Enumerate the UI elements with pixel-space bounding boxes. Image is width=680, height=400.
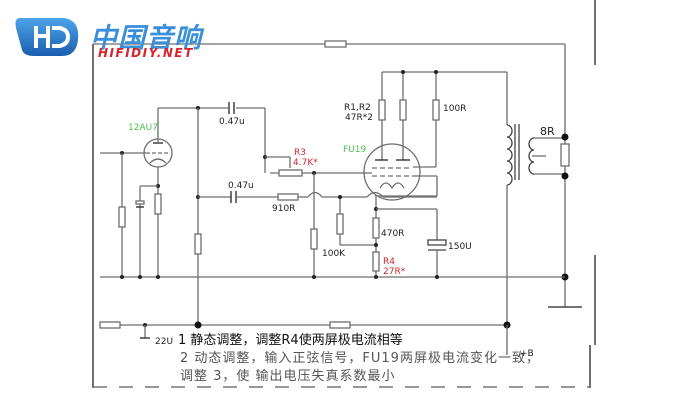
r-cathode-12au7: [154, 193, 162, 215]
label-r3-ref: R3: [294, 148, 306, 158]
junction-dot: [338, 195, 342, 199]
hd-logo-icon: [15, 18, 79, 56]
label-c-150u: 150U: [448, 242, 472, 252]
feedback-resistor: [324, 40, 347, 48]
r1-resistor: [378, 99, 386, 121]
label-load-8r: 8R: [540, 125, 555, 138]
site-logo: 中国音响 HIFIDIY.NET: [12, 10, 232, 60]
r-100k-resistor: [336, 213, 344, 235]
junction-dot: [374, 275, 378, 279]
junction-dot: [435, 275, 439, 279]
c-cathode-12au7: [135, 200, 145, 205]
label-r-100k: 100K: [322, 249, 346, 259]
load-8r-resistor: [560, 143, 570, 167]
junction-dot: [401, 70, 405, 74]
label-r4-ref: R4: [383, 257, 395, 267]
note-line-2: 2 动态调整，输入正弦信号，FU19两屏极电流变化一致，: [180, 351, 540, 366]
label-12au7: 12AU7: [128, 123, 158, 133]
label-r3-value: 4.7K*: [293, 158, 318, 168]
junction-dot: [434, 70, 438, 74]
label-r-910r: 910R: [272, 204, 296, 214]
r-supply-left: [99, 321, 121, 329]
label-supply-b: +B: [520, 349, 534, 359]
fu19-heater: [379, 182, 405, 190]
fu19-tube: [363, 143, 421, 201]
junction-dot: [312, 275, 316, 279]
junction-dot: [374, 243, 378, 247]
label-r4-value: 27R*: [383, 267, 406, 277]
r-100k-grid-resistor: [310, 228, 318, 250]
label-c-coupling-top: 0.47u: [219, 117, 245, 127]
transformer-primary: [506, 124, 513, 186]
r-910r-resistor: [277, 193, 299, 201]
r-plate-12au7: [194, 233, 202, 255]
junction-dot: [561, 133, 569, 141]
label-r-470r: 470R: [381, 229, 405, 239]
junction-dot: [120, 275, 124, 279]
c-150u-capacitor: [427, 239, 447, 246]
note-line-3: 调整 3，使 输出电压失真系数最小: [180, 369, 396, 384]
junction-dot: [561, 172, 569, 180]
note-line-1: 1 静态调整，调整R4使两屏极电流相等: [178, 333, 403, 348]
junction-dot: [156, 275, 160, 279]
r-470r-resistor: [372, 217, 380, 239]
label-r-screen: 100R: [443, 104, 467, 114]
logo-site-url: HIFIDIY.NET: [98, 46, 194, 60]
r2-resistor: [399, 99, 407, 121]
logo-name-cn: 中国音响: [90, 23, 202, 54]
r-supply-mid: [329, 321, 351, 329]
label-c-22u: 22U: [155, 337, 174, 347]
transformer-secondary: [528, 137, 535, 175]
label-fu19: FU19: [343, 145, 367, 155]
junction-dot: [138, 275, 142, 279]
r4-resistor: [372, 251, 380, 272]
r3-potentiometer: [278, 169, 303, 177]
label-c-coupling-bottom: 0.47u: [228, 181, 254, 191]
label-r1r2-ref: R1,R2: [344, 103, 371, 113]
junction-dot: [194, 321, 202, 329]
r-grid-12au7: [118, 206, 126, 228]
r-100r-resistor: [432, 99, 440, 121]
label-r1r2-value: 47R*2: [345, 113, 373, 123]
